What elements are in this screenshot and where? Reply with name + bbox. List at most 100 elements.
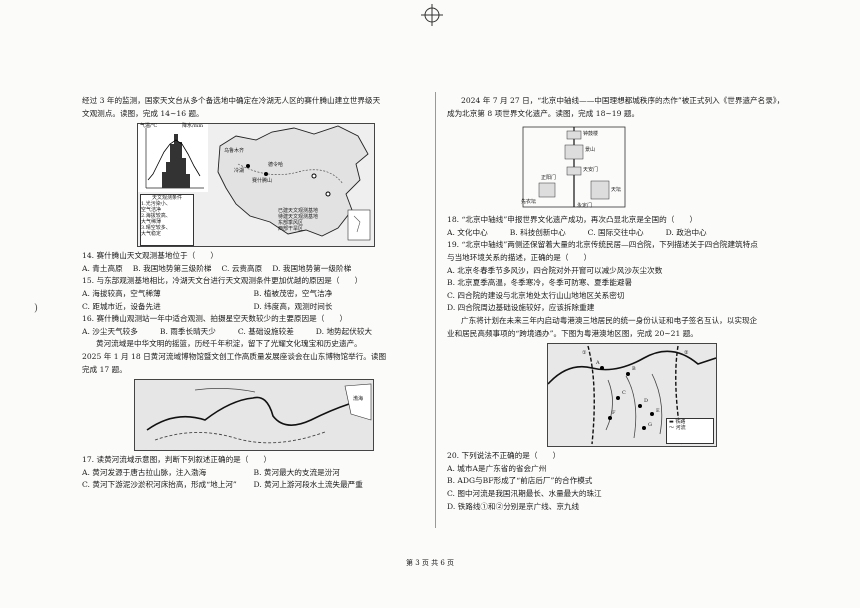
q20-option-a: A. 城市A是广东省的省会广州 — [447, 463, 547, 473]
intro-14-16-line1: 经过 3 年的监测，国家天文台从多个备选地中确定在冷湖无人区的赛什腾山建立世界级… — [82, 96, 381, 105]
legend-title: 天文观测条件 — [151, 195, 182, 202]
q17-options: A. 黄河发源于唐古拉山脉，注入渤海 B. 黄河最大的支流是汾河 C. 黄河下游… — [82, 467, 425, 492]
map-mark-d: D — [644, 398, 649, 405]
q17-option-c: C. 黄河下游泥沙淤积河床抬高，形成“地上河” — [82, 480, 237, 490]
map-mark-e: E — [656, 408, 660, 415]
intro-20-21-line1: 广东将计划在未来三年内启动粤港澳三地居民的统一身份认证和电子签名互认，以实现企 — [461, 315, 758, 325]
column-divider — [435, 92, 436, 528]
q14-options: A. 青土高原 B. 我国地势第三级阶梯 C. 云贵高原 D. 我国地势第一级阶… — [82, 263, 425, 276]
intro-14-16-line2: 文观测点。读图，完成 14~16 题。 — [82, 108, 204, 118]
legend-item-5: 3.晴空较多、 — [141, 225, 171, 232]
map-label-saishiteng: 赛什腾山 — [252, 178, 273, 185]
q18-option-d: D. 政治中心 — [665, 227, 707, 237]
axis-label-xiannongtan: 先农坛 — [521, 199, 537, 206]
intro-18-19-line1: 2024 年 7 月 27 日，“北京中轴线——中国理想都城秩序的杰作”被正式列… — [461, 96, 785, 105]
map-mark-a: A — [596, 360, 600, 367]
question-14: 14. 赛什腾山天文观测基地位于（ ） — [82, 251, 218, 261]
observation-conditions-legend: 天文观测条件 1.光污染小、 空气洁净 2.海拔较高、 大气稀薄 3.晴空较多、… — [140, 194, 194, 247]
map-legend: 已建天文观测基地 待建天文观测基地 东部季风区 西部干旱区 — [278, 208, 318, 232]
q20-option-b: B. ADG与BF形成了“前店后厂”的合作模式 — [447, 476, 593, 486]
map-label-bohai: 渤海 — [353, 396, 364, 403]
q17-option-d: D. 黄河上游河段水土流失最严重 — [253, 480, 363, 490]
q15-option-b: B. 植被茂密，空气洁净 — [253, 288, 333, 298]
map-mark-c: C — [622, 390, 626, 397]
q18-option-a: A. 文化中心 — [447, 227, 488, 237]
left-column: 经过 3 年的监测，国家天文台从多个备选地中确定在冷湖无人区的赛什腾山建立世界级… — [82, 95, 425, 492]
q19-option-b: B. 北京夏季高温，冬季寒冷，冬季可防寒、夏季能避暑 — [447, 278, 633, 288]
q18-option-c: C. 国际交往中心 — [587, 227, 644, 237]
figure-yellow-river-map: 渤海 — [134, 379, 374, 452]
map-label-lenghu: 冷湖 — [234, 168, 245, 175]
axis-label-tiananmen: 天安门 — [583, 167, 599, 174]
q18-options: A. 文化中心 B. 科技创新中心 C. 国际交往中心 D. 政治中心 — [447, 227, 792, 240]
q16-option-b: B. 雨季长晴天少 — [159, 326, 216, 336]
intro-17-line3: 完成 17 题。 — [82, 364, 127, 374]
map-mark-g: G — [648, 422, 652, 429]
axis-label-zhengyangmen: 正阳门 — [541, 175, 557, 182]
axis-label-zhonggulou: 钟鼓楼 — [583, 131, 599, 138]
beijing-axis-graphic — [522, 126, 626, 208]
q14-option-d: D. 我国地势第一级阶梯 — [272, 263, 352, 273]
yellow-river-map-graphic — [135, 380, 373, 451]
q20-option-d: D. 铁路线①和②分别是京广线、京九线 — [447, 501, 580, 511]
map-railway-1: ① — [582, 350, 587, 357]
page-footer: 第 3 页 共 6 页 — [405, 559, 455, 567]
climate-rain-unit: 降水/mm — [182, 123, 204, 130]
axis-label-yongdingmen: 永定门 — [577, 203, 593, 210]
binding-hole-mark: ) — [34, 303, 38, 314]
question-15: 15. 与东部观测基地相比，冷湖天文台进行天文观测条件更加优越的原因是（ ） — [82, 276, 363, 286]
legend-river-label: 河流 — [675, 425, 686, 432]
q17-option-a: A. 黄河发源于唐古拉山脉，注入渤海 — [82, 467, 207, 477]
legend-railway-label: 铁路 — [675, 419, 686, 426]
q14-option-c: C. 云贵高原 — [221, 263, 263, 273]
q18-option-b: B. 科技创新中心 — [509, 227, 566, 237]
question-20: 20. 下列说法不正确的是（ ） — [447, 451, 561, 461]
question-17: 17. 读黄河流域示意图，判断下列叙述正确的是（ ） — [82, 455, 272, 465]
q17-option-b: B. 黄河最大的支流是汾河 — [253, 467, 340, 477]
right-column: 2024 年 7 月 27 日，“北京中轴线——中国理想都城秩序的杰作”被正式列… — [447, 95, 792, 513]
legend-item-2: 空气洁净 — [141, 207, 162, 214]
map-legend-west: 西部干旱区 — [278, 226, 304, 233]
legend-item-6: 大气稳定 — [141, 231, 162, 238]
map-label-urumqi: 乌鲁木齐 — [224, 148, 245, 155]
q20-option-c: C. 图中河流是我国汛期最长、水量最大的珠江 — [447, 488, 602, 498]
figure-observatory-map: 天文观测条件 1.光污染小、 空气洁净 2.海拔较高、 大气稀薄 3.晴空较多、… — [137, 123, 375, 248]
intro-17-line2: 2025 年 1 月 18 日黄河流域博物馆暨文创工作高质量发展座谈会在山东博物… — [82, 351, 387, 361]
q16-option-a: A. 沙尘天气较多 — [82, 326, 138, 336]
map-label-delingha: 德令哈 — [268, 162, 284, 169]
q19-option-a: A. 北京冬春季节多风沙，四合院对外开窗可以减少风沙灰尘次数 — [447, 265, 663, 275]
legend-item-4: 大气稀薄 — [141, 219, 162, 226]
legend-railway: ▬ 铁路 — [669, 419, 686, 426]
q15-options: A. 海拔较高，空气稀薄 B. 植被茂密，空气洁净 C. 距城市近，设备先进 D… — [82, 288, 425, 313]
question-18: 18. “北京中轴线”申报世界文化遗产成功，再次凸显北京是全国的（ ） — [447, 215, 698, 225]
legend-item-3: 2.海拔较高、 — [141, 213, 171, 220]
map-railway-2: ② — [684, 350, 689, 357]
question-19-line1: 19. “北京中轴线”两侧还保留着大量的北京传统民居—四合院，下列描述关于四合院… — [447, 240, 758, 250]
registration-mark-icon — [421, 4, 443, 26]
map-legend-east: 东部季风区 — [278, 220, 304, 227]
q16-options: A. 沙尘天气较多 B. 雨季长晴天少 C. 基础设施较差 D. 地势起伏较大 — [82, 326, 425, 339]
axis-label-tiantan: 天坛 — [611, 187, 622, 194]
question-19-line2: 与当地环境关系的描述，正确的是（ ） — [447, 252, 592, 262]
q16-option-c: C. 基础设施较差 — [237, 326, 294, 336]
climate-temp-unit: 气温/℃ — [140, 123, 158, 130]
intro-20-21-line2: 业和居民高频事项的“跨境通办”。下图为粤港澳地区图，完成 20~21 题。 — [447, 328, 698, 338]
q15-option-d: D. 纬度高，观测时间长 — [253, 301, 333, 311]
map-legend-planned: 待建天文观测基地 — [278, 214, 319, 221]
gba-map-legend: ▬ 铁路 ～ 河流 — [666, 418, 714, 445]
legend-river: ～ 河流 — [669, 425, 686, 432]
q19-option-c: C. 四合院的建设与北京地处太行山山地地区关系密切 — [447, 290, 625, 300]
figure-gba-map: A B C D E F G ① ② ▬ 铁路 ～ 河流 — [547, 343, 717, 448]
map-legend-built: 已建天文观测基地 — [278, 208, 319, 215]
q16-option-d: D. 地势起伏较大 — [315, 326, 373, 336]
map-mark-f: F — [612, 410, 616, 417]
q14-option-a: A. 青土高原 — [82, 263, 123, 273]
q15-option-c: C. 距城市近，设备先进 — [82, 301, 161, 311]
intro-17-line1: 黄河流域是中华文明的摇篮，历经千年积淀，留下了光耀文化瑰宝和历史遗产。 — [96, 339, 362, 349]
map-mark-b: B — [632, 366, 636, 373]
axis-label-jingshan: 景山 — [585, 147, 596, 154]
question-16: 16. 赛什腾山观测站一年中适合观测、拍摄星空天数较少的主要原因是（ ） — [82, 314, 348, 324]
q19-option-d: D. 四合院周边基础设施较好，应该拆除重建 — [447, 303, 595, 313]
observatory-map-graphic — [138, 124, 371, 241]
